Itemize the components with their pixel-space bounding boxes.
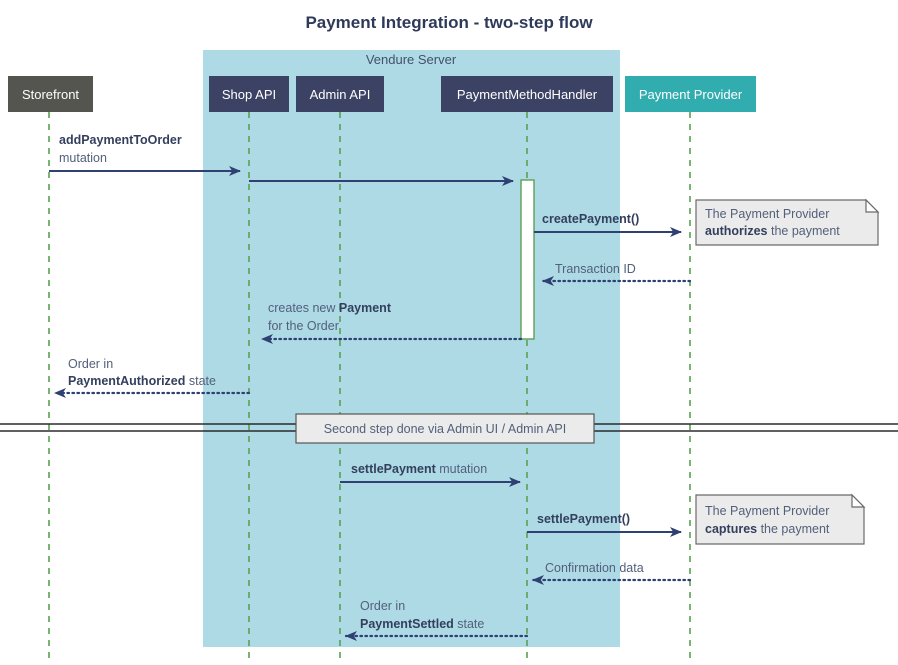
- message-label-add-payment-to-order-line1: addPaymentToOrder: [59, 133, 182, 147]
- page-title: Payment Integration - two-step flow: [305, 13, 593, 32]
- message-label-settle-payment-call: settlePayment(): [537, 512, 630, 526]
- divider-second-step: Second step done via Admin UI / Admin AP…: [0, 413, 898, 444]
- note-authorizes-line1: The Payment Provider: [705, 207, 829, 221]
- message-transaction-id: Transaction ID: [541, 262, 692, 286]
- participant-admin-api[interactable]: Admin API: [296, 76, 384, 112]
- message-label-order-payment-settled-line1: Order in: [360, 599, 405, 613]
- message-label-order-payment-settled-line2: PaymentSettled state: [360, 617, 484, 631]
- message-order-payment-authorized: Order in PaymentAuthorized state: [53, 357, 251, 398]
- participant-storefront[interactable]: Storefront: [8, 76, 93, 112]
- message-label-order-payment-authorized-line2: PaymentAuthorized state: [68, 374, 216, 388]
- participant-label-payment-method-handler: PaymentMethodHandler: [457, 87, 598, 102]
- note-captures-line1: The Payment Provider: [705, 504, 829, 518]
- group-label-vendure-server: Vendure Server: [366, 52, 457, 67]
- message-label-add-payment-to-order-line2: mutation: [59, 151, 107, 165]
- message-label-create-payment: createPayment(): [542, 212, 639, 226]
- note-captures-line2: captures the payment: [705, 522, 830, 536]
- note-authorizes-line2: authorizes the payment: [705, 224, 840, 238]
- divider-label: Second step done via Admin UI / Admin AP…: [324, 422, 567, 436]
- message-order-payment-settled: Order in PaymentSettled state: [344, 599, 529, 641]
- message-settle-payment-mutation: settlePayment mutation: [340, 462, 521, 487]
- participant-label-storefront: Storefront: [22, 87, 79, 102]
- message-label-confirmation-data: Confirmation data: [545, 561, 644, 575]
- participant-shop-api[interactable]: Shop API: [209, 76, 289, 112]
- participant-payment-provider[interactable]: Payment Provider: [625, 76, 756, 112]
- group-box-vendure-server: [203, 50, 620, 647]
- message-creates-new-payment: creates new Payment for the Order: [260, 301, 523, 344]
- message-label-order-payment-authorized-line1: Order in: [68, 357, 113, 371]
- participant-payment-method-handler[interactable]: PaymentMethodHandler: [441, 76, 613, 112]
- message-label-creates-new-payment-line2: for the Order: [268, 319, 339, 333]
- message-label-settle-payment-mutation: settlePayment mutation: [351, 462, 487, 476]
- participant-label-payment-provider: Payment Provider: [639, 87, 743, 102]
- message-label-transaction-id: Transaction ID: [555, 262, 636, 276]
- participant-label-shop-api: Shop API: [222, 87, 276, 102]
- note-authorizes: The Payment Provider authorizes the paym…: [695, 198, 880, 246]
- message-label-creates-new-payment-line1: creates new Payment: [268, 301, 392, 315]
- message-add-payment-to-order: addPaymentToOrder mutation: [49, 133, 241, 176]
- participant-label-admin-api: Admin API: [310, 87, 371, 102]
- message-settle-payment-call: settlePayment(): [527, 512, 682, 537]
- activation-bar-payment-method-handler: [520, 179, 535, 340]
- note-captures: The Payment Provider captures the paymen…: [695, 493, 866, 545]
- divider-label-box: [295, 413, 595, 444]
- message-create-payment: createPayment(): [534, 212, 682, 237]
- message-confirmation-data: Confirmation data: [531, 561, 692, 585]
